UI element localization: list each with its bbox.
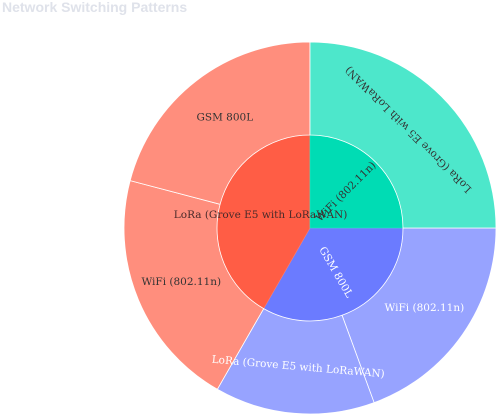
outer-label-lora-grove-e5-with-lorawan-wifi-802-11n: WiFi (802.11n) (141, 276, 221, 288)
outer-label-gsm-800l-wifi-802-11n: WiFi (802.11n) (385, 302, 465, 314)
inner-label-lora-grove-e5-with-lorawan: LoRa (Grove E5 with LoRaWAN) (174, 209, 348, 221)
outer-label-lora-grove-e5-with-lorawan-gsm-800l: GSM 800L (197, 112, 254, 124)
outer-slice-gsm-800l-wifi-802-11n[interactable] (341, 227, 497, 404)
inner-ring (216, 134, 404, 322)
outer-slice-lora-grove-e5-with-lorawan-wifi-802-11n[interactable] (123, 180, 265, 390)
outer-slice-lora-grove-e5-with-lorawan-gsm-800l[interactable] (129, 41, 311, 205)
outer-slice-wifi-802-11n-lora-grove-e5-with-lorawan[interactable] (309, 41, 497, 229)
chart-title: Network Switching Patterns (2, 0, 188, 15)
outer-ring (123, 41, 497, 415)
